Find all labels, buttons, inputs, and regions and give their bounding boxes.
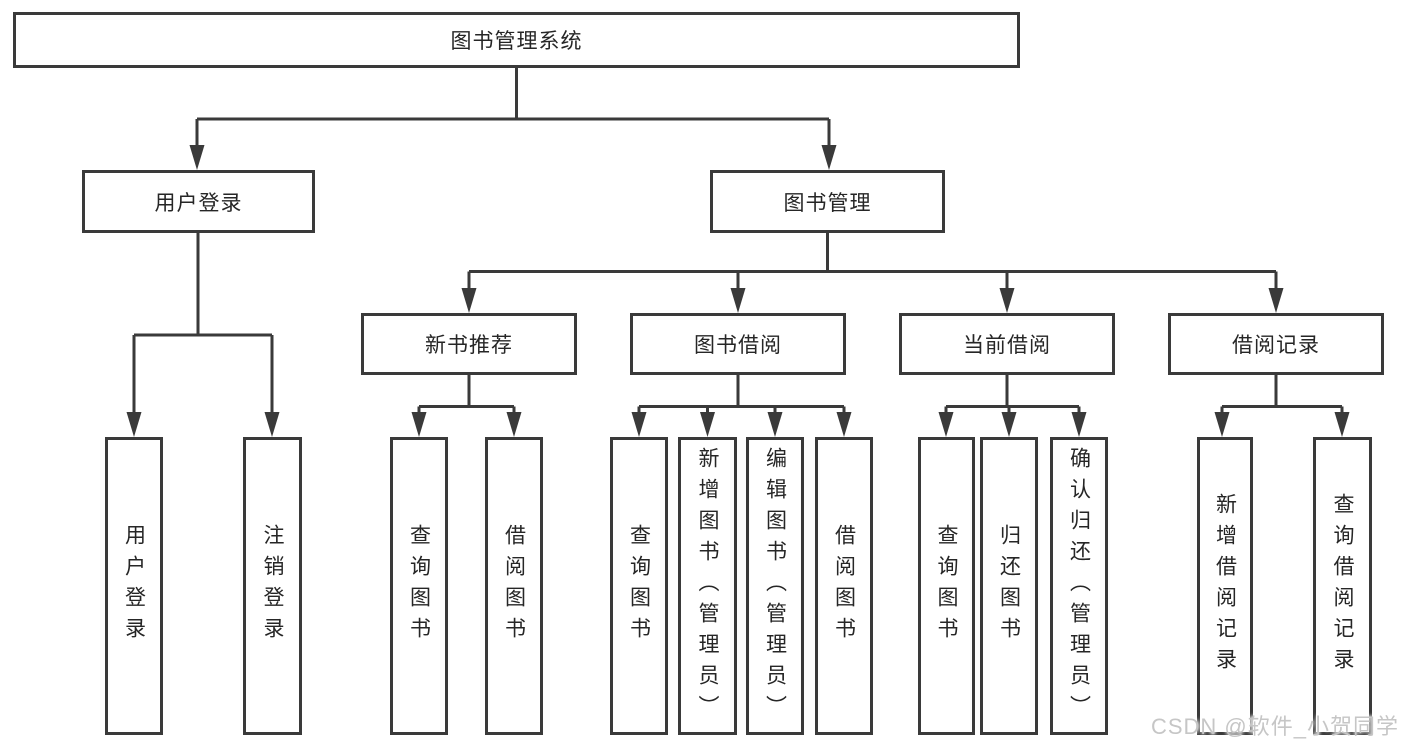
node-new-book-recommend: 新书推荐 (361, 313, 577, 375)
leaf-logout: 注销登录 (243, 437, 302, 735)
leaf-borrow-borrow-books: 借阅图书 (815, 437, 873, 735)
leaf-recommend-query-books: 查询图书 (390, 437, 448, 735)
node-user-login: 用户登录 (82, 170, 315, 233)
leaf-add-borrow-record: 新增借阅记录 (1197, 437, 1253, 735)
leaf-query-borrow-record-label: 查询借阅记录 (1331, 493, 1354, 679)
leaf-add-books-admin: 新增图书（管理员） (678, 437, 737, 735)
leaf-user-login: 用户登录 (105, 437, 163, 735)
leaf-return-books: 归还图书 (980, 437, 1038, 735)
csdn-watermark: CSDN @软件_小贺同学 (1150, 714, 1399, 739)
root-node: 图书管理系统 (13, 12, 1020, 68)
leaf-query-borrow-record: 查询借阅记录 (1313, 437, 1372, 735)
leaf-borrow-query-books: 查询图书 (610, 437, 668, 735)
leaf-borrow-borrow-books-label: 借阅图书 (832, 524, 856, 648)
leaf-add-borrow-record-label: 新增借阅记录 (1213, 493, 1237, 679)
leaf-user-login-label: 用户登录 (122, 524, 146, 648)
node-book-borrow-label: 图书借阅 (694, 334, 782, 357)
leaf-recommend-borrow-books: 借阅图书 (485, 437, 543, 735)
leaf-confirm-return-admin-label: 确认归还（管理员） (1067, 446, 1091, 726)
node-current-borrow: 当前借阅 (899, 313, 1115, 375)
leaf-confirm-return-admin: 确认归还（管理员） (1050, 437, 1108, 735)
leaf-recommend-borrow-books-label: 借阅图书 (502, 524, 526, 648)
leaf-recommend-query-books-label: 查询图书 (407, 524, 431, 648)
node-current-borrow-label: 当前借阅 (963, 334, 1051, 357)
node-new-book-recommend-label: 新书推荐 (425, 334, 513, 357)
node-borrow-records-label: 借阅记录 (1232, 334, 1320, 357)
leaf-return-books-label: 归还图书 (997, 524, 1021, 648)
node-user-login-label: 用户登录 (154, 191, 243, 215)
leaf-edit-books-admin-label: 编辑图书（管理员） (763, 446, 787, 726)
leaf-borrow-query-books-label: 查询图书 (627, 524, 651, 648)
node-book-management-label: 图书管理 (783, 191, 872, 215)
leaf-add-books-admin-label: 新增图书（管理员） (696, 446, 719, 726)
node-book-management: 图书管理 (710, 170, 945, 233)
node-borrow-records: 借阅记录 (1168, 313, 1384, 375)
root-node-label: 图书管理系统 (450, 30, 583, 53)
node-book-borrow: 图书借阅 (630, 313, 846, 375)
leaf-current-query-books-label: 查询图书 (935, 524, 958, 648)
leaf-edit-books-admin: 编辑图书（管理员） (746, 437, 804, 735)
leaf-current-query-books: 查询图书 (918, 437, 975, 735)
leaf-logout-label: 注销登录 (261, 524, 284, 648)
